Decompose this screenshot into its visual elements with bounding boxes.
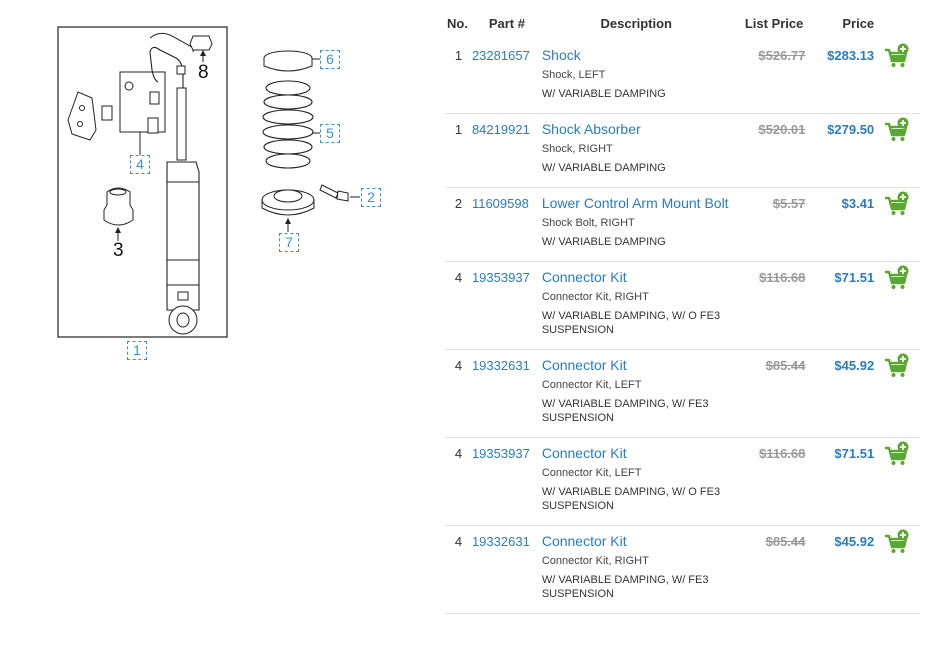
part-note: W/ VARIABLE DAMPING	[541, 236, 666, 248]
part-name-link[interactable]: Connector Kit	[541, 269, 627, 285]
part-subtitle: Shock, LEFT	[541, 69, 606, 81]
part-name-link[interactable]: Shock Absorber	[541, 121, 641, 137]
add-to-cart-button[interactable]	[874, 40, 920, 114]
part-subtitle: Connector Kit, LEFT	[541, 467, 642, 479]
part-note: W/ VARIABLE DAMPING, W/ O FE3 SUSPENSION	[541, 310, 721, 336]
part-subtitle: Shock, RIGHT	[541, 143, 613, 155]
part-number-link[interactable]: 19332631	[471, 534, 530, 549]
callout-7[interactable]: 7	[279, 233, 299, 252]
add-to-cart-button[interactable]	[874, 187, 920, 262]
header-description: Description	[600, 16, 672, 31]
part-subtitle: Connector Kit, LEFT	[541, 379, 642, 391]
add-to-cart-icon	[885, 191, 909, 215]
header-no: No.	[447, 16, 468, 31]
diagram-drawing	[57, 26, 360, 338]
part-name-link[interactable]: Shock	[541, 47, 581, 63]
add-to-cart-button[interactable]	[874, 113, 920, 188]
header-part-number: Part #	[488, 16, 525, 31]
header-cart	[874, 8, 920, 40]
row-number: 1	[445, 113, 472, 188]
sale-price: $279.50	[827, 122, 875, 137]
row-number: 4	[445, 261, 472, 350]
part-number-link[interactable]: 23281657	[471, 48, 530, 63]
callout-4[interactable]: 4	[130, 155, 150, 174]
sale-price: $3.41	[841, 196, 875, 211]
list-price: $85.44	[765, 534, 806, 549]
add-to-cart-button[interactable]	[874, 437, 920, 526]
part-number-link[interactable]: 19353937	[471, 446, 530, 461]
part-number-link[interactable]: 19353937	[471, 270, 530, 285]
list-price: $116.68	[759, 446, 806, 461]
header-price: Price	[842, 16, 875, 31]
part-subtitle: Connector Kit, RIGHT	[541, 555, 649, 567]
callout-6[interactable]: 6	[320, 50, 340, 69]
part-subtitle: Connector Kit, RIGHT	[541, 291, 649, 303]
part-subtitle: Shock Bolt, RIGHT	[541, 217, 635, 229]
list-price: $5.57	[772, 196, 806, 211]
list-price: $116.68	[759, 270, 806, 285]
part-name-link[interactable]: Connector Kit	[541, 445, 627, 461]
sale-price: $45.92	[834, 358, 875, 373]
add-to-cart-icon	[885, 441, 909, 465]
part-name-link[interactable]: Connector Kit	[541, 357, 627, 373]
add-to-cart-button[interactable]	[874, 349, 920, 438]
row-number: 1	[445, 40, 472, 114]
list-price: $520.01	[758, 122, 806, 137]
sale-price: $71.51	[834, 270, 875, 285]
part-number-link[interactable]: 19332631	[471, 358, 530, 373]
parts-diagram: 1 2 4 5 6 7 3 8	[0, 0, 430, 650]
part-note: W/ VARIABLE DAMPING, W/ O FE3 SUSPENSION	[541, 486, 721, 512]
row-number: 2	[445, 187, 472, 262]
add-to-cart-icon	[885, 43, 909, 67]
add-to-cart-icon	[885, 265, 909, 289]
sale-price: $283.13	[827, 48, 875, 63]
list-price: $85.44	[765, 358, 806, 373]
callout-1[interactable]: 1	[127, 341, 147, 360]
list-price: $526.77	[758, 48, 806, 63]
part-name-link[interactable]: Lower Control Arm Mount Bolt	[541, 195, 729, 211]
add-to-cart-button[interactable]	[874, 261, 920, 350]
part-number-link[interactable]: 11609598	[471, 196, 529, 211]
callout-2[interactable]: 2	[361, 188, 381, 207]
sale-price: $71.51	[834, 446, 875, 461]
part-note: W/ VARIABLE DAMPING, W/ FE3 SUSPENSION	[541, 398, 709, 424]
callout-5[interactable]: 5	[320, 124, 340, 143]
table-header-row: No. Part # Description List Price Price	[445, 8, 920, 40]
row-number: 4	[445, 525, 472, 614]
sale-price: $45.92	[834, 534, 875, 549]
add-to-cart-icon	[885, 353, 909, 377]
parts-table: No. Part # Description List Price Price …	[445, 8, 920, 614]
part-name-link[interactable]: Connector Kit	[541, 533, 627, 549]
row-number: 4	[445, 437, 472, 526]
header-list-price: List Price	[744, 16, 804, 31]
callout-8[interactable]: 8	[198, 62, 209, 83]
add-to-cart-button[interactable]	[874, 525, 920, 614]
part-note: W/ VARIABLE DAMPING, W/ FE3 SUSPENSION	[541, 574, 709, 600]
add-to-cart-icon	[885, 529, 909, 553]
callout-3[interactable]: 3	[113, 240, 124, 261]
part-number-link[interactable]: 84219921	[471, 122, 530, 137]
add-to-cart-icon	[885, 117, 909, 141]
row-number: 4	[445, 349, 472, 438]
part-note: W/ VARIABLE DAMPING	[541, 88, 666, 100]
part-note: W/ VARIABLE DAMPING	[541, 162, 666, 174]
